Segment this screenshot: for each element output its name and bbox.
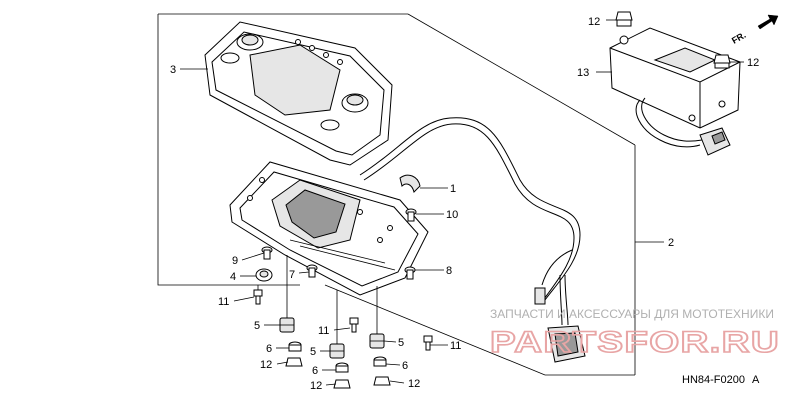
callout-6-left: 6 bbox=[266, 343, 272, 355]
control-unit bbox=[609, 27, 741, 129]
front-direction-marker: FR. bbox=[730, 14, 779, 46]
nut-12-lowmid bbox=[333, 379, 351, 389]
callout-5-mid: 5 bbox=[310, 346, 316, 358]
callout-12-lowleft: 12 bbox=[260, 359, 272, 371]
bolt-11-left bbox=[253, 289, 263, 305]
callout-9: 9 bbox=[232, 255, 238, 267]
diagram-code-text: HN84-F0200 bbox=[682, 374, 745, 386]
assembly-lines bbox=[257, 255, 378, 344]
callout-12-lowmid: 12 bbox=[310, 380, 322, 392]
collar-6-right bbox=[373, 356, 387, 367]
callout-7: 7 bbox=[289, 269, 295, 281]
fr-arrow-icon bbox=[757, 14, 779, 30]
fr-label: FR. bbox=[730, 30, 748, 46]
damper-5-left bbox=[279, 317, 295, 333]
watermark: ЗАПЧАСТИ И АКСЕССУАРЫ ДЛЯ МОТОТЕХНИКИ PA… bbox=[489, 307, 780, 360]
grommet-4 bbox=[255, 268, 273, 282]
callout-11-left: 11 bbox=[218, 296, 229, 308]
nut-12-lowright bbox=[373, 376, 391, 386]
callout-6-right: 6 bbox=[402, 360, 408, 372]
callout-4: 4 bbox=[230, 271, 236, 283]
watermark-brand: PARTSFOR.RU bbox=[490, 326, 780, 359]
collar-6-mid bbox=[335, 362, 349, 373]
diagram-code-suffix: A bbox=[752, 374, 760, 386]
wire-harness bbox=[359, 117, 586, 363]
collar-6-left bbox=[288, 341, 302, 352]
callout-10: 10 bbox=[446, 209, 458, 221]
callout-3: 3 bbox=[170, 64, 176, 76]
callout-6-mid: 6 bbox=[312, 365, 318, 377]
callout-12-top: 12 bbox=[588, 16, 600, 28]
callout-13: 13 bbox=[577, 67, 589, 79]
screw-10 bbox=[405, 208, 417, 222]
nut-12-right bbox=[713, 54, 731, 69]
watermark-caption: ЗАПЧАСТИ И АКСЕССУАРЫ ДЛЯ МОТОТЕХНИКИ bbox=[490, 307, 774, 321]
bolt-11-mid bbox=[349, 317, 359, 333]
callouts: 3 12 12 13 1 10 2 9 4 7 8 11 5 6 12 11 5… bbox=[170, 16, 759, 392]
leader-lines bbox=[180, 19, 744, 386]
screw-9 bbox=[261, 246, 273, 260]
callout-8: 8 bbox=[446, 265, 452, 277]
callout-12-lowright: 12 bbox=[408, 378, 420, 390]
callout-2: 2 bbox=[668, 237, 674, 249]
callout-5-right: 5 bbox=[398, 337, 404, 349]
meter-case bbox=[229, 161, 429, 296]
damper-5-right bbox=[369, 333, 385, 349]
nut-12-top bbox=[615, 11, 633, 27]
damper-5-mid bbox=[329, 343, 345, 359]
bolt-11-right bbox=[423, 335, 433, 351]
screw-8 bbox=[404, 266, 416, 280]
nut-12-lowleft bbox=[285, 357, 303, 367]
unit-harness bbox=[635, 97, 731, 156]
callout-1: 1 bbox=[450, 183, 456, 195]
meter-cover bbox=[204, 21, 393, 166]
callout-5-left: 5 bbox=[254, 320, 260, 332]
assembly-frame bbox=[157, 13, 636, 376]
clip bbox=[399, 174, 421, 193]
diagram-code: HN84-F0200 A bbox=[682, 374, 760, 386]
callout-11-right: 11 bbox=[450, 340, 461, 352]
callout-12-right: 12 bbox=[747, 57, 759, 69]
callout-11-mid: 11 bbox=[318, 325, 329, 337]
screw-7 bbox=[306, 264, 318, 278]
